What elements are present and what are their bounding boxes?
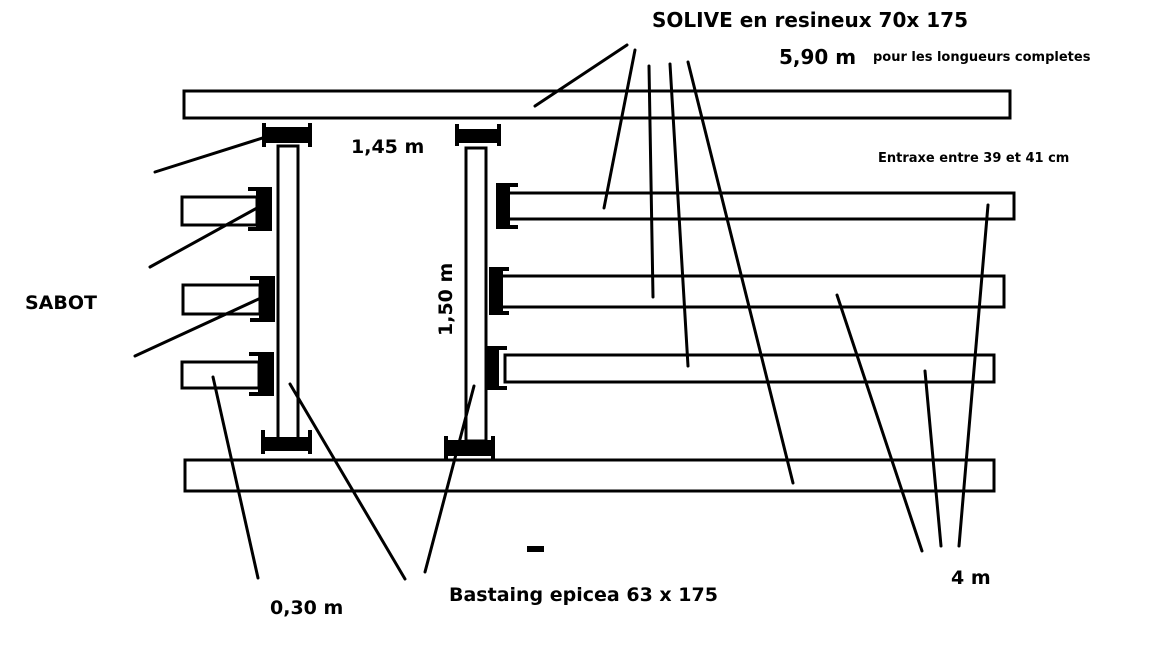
sabot-stub-2 (250, 276, 275, 322)
short-030-label: 0,30 m (270, 597, 343, 619)
long-joist-3 (503, 353, 996, 384)
short-joist-1 (180, 195, 259, 227)
sabot-label: SABOT (25, 292, 97, 314)
bastaing-label: Bastaing epicea 63 x 175 (449, 584, 718, 606)
leader-030 (211, 375, 260, 580)
left-bastaing (276, 144, 300, 444)
length-note-label: pour les longueurs completes (873, 50, 1091, 65)
middle-bastaing (464, 146, 488, 443)
entraxe-label: Entraxe entre 39 et 41 cm (878, 151, 1069, 166)
sabot-stub-3 (249, 352, 274, 396)
bottom-beam (183, 458, 996, 493)
sabot-bottom-left (261, 430, 312, 454)
sabot-joist-1 (496, 183, 518, 229)
sabot-joist-3 (485, 346, 507, 390)
top-beam (182, 89, 1012, 120)
leaders-4m (835, 203, 990, 553)
short-joist-3 (180, 360, 261, 390)
bastaing-leaders (288, 382, 476, 581)
sabot-top-middle (455, 124, 501, 146)
sabot-stub-1 (248, 187, 272, 231)
solive-leaders (533, 43, 795, 485)
long-joist-2 (495, 274, 1006, 309)
span-145-label: 1,45 m (351, 136, 424, 158)
height-150-label: 1,50 m (435, 263, 457, 336)
dash-mark (527, 546, 544, 552)
solive-label: SOLIVE en resineux 70x 175 (652, 8, 968, 32)
sabot-leaders (133, 133, 274, 358)
short-joist-2 (181, 283, 262, 316)
total-length-label: 5,90 m (779, 45, 856, 69)
length-4m-label: 4 m (951, 567, 991, 589)
sabot-joist-2 (489, 267, 509, 315)
sabot-top-left (262, 123, 312, 147)
long-joist-1 (503, 191, 1016, 221)
